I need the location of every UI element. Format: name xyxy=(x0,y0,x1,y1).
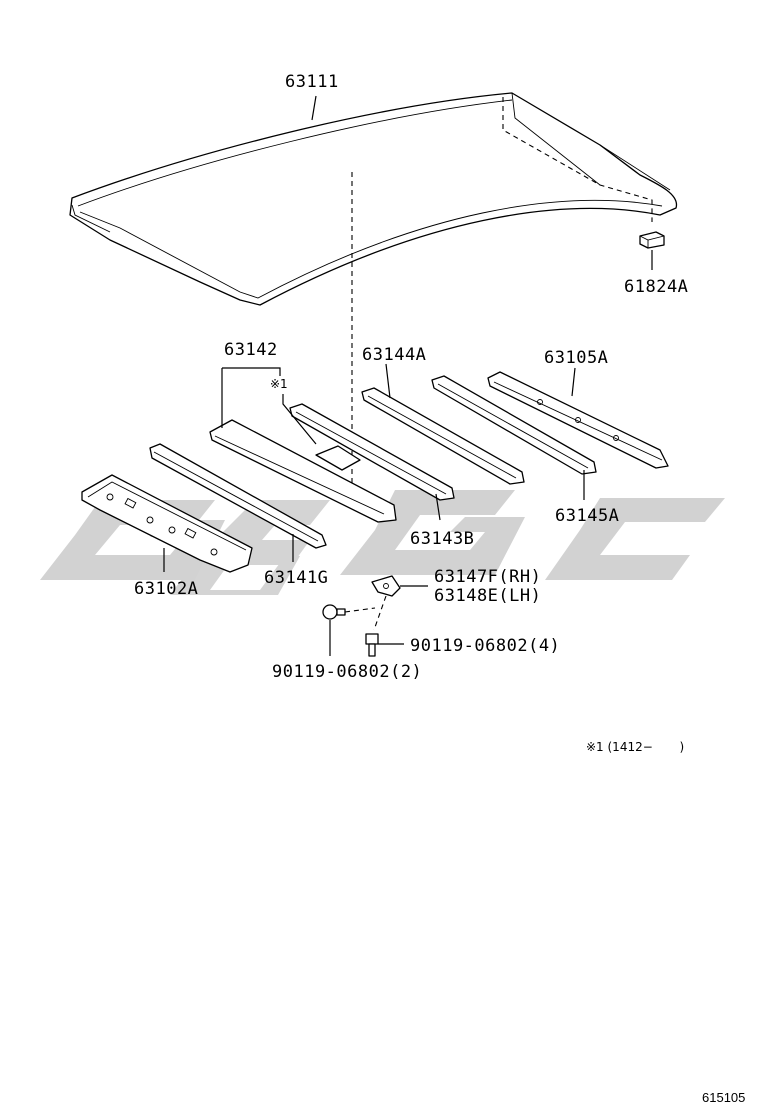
label-63145a: 63145A xyxy=(555,506,619,526)
roof-reinforcement-63143b[interactable] xyxy=(289,403,455,501)
roof-reinforcement-63144a[interactable] xyxy=(361,387,525,485)
alignment-line-right xyxy=(502,97,653,222)
footnote: ※1 (1412− ) xyxy=(586,740,684,754)
label-bolt-2: 90119-06802(2) xyxy=(272,662,422,682)
label-63142: 63142 xyxy=(224,340,278,360)
leader-63111 xyxy=(311,95,317,121)
leader-63142 xyxy=(221,367,281,428)
roof-panel[interactable] xyxy=(69,92,678,306)
label-note-marker: ※1 xyxy=(270,377,288,391)
bolt-dash-line xyxy=(344,607,376,613)
roof-bracket[interactable] xyxy=(371,575,401,597)
label-61824a: 61824A xyxy=(624,277,688,297)
label-63143b: 63143B xyxy=(410,529,474,549)
roof-reinforcement-63145a[interactable] xyxy=(431,375,597,475)
label-63147f: 63147F(RH) xyxy=(434,567,541,587)
front-header-panel[interactable] xyxy=(81,474,253,573)
label-63141g: 63141G xyxy=(264,568,328,588)
roof-reinforcement-assy-63142[interactable] xyxy=(209,419,397,523)
diagram-id: 615105 xyxy=(702,1090,745,1105)
label-63144a: 63144A xyxy=(362,345,426,365)
label-63102a: 63102A xyxy=(134,579,198,599)
bolt-4[interactable] xyxy=(365,633,379,657)
label-63105a: 63105A xyxy=(544,348,608,368)
label-63111: 63111 xyxy=(285,72,339,92)
leader-63143b xyxy=(435,493,441,521)
roof-reinforcement-63141g[interactable] xyxy=(149,443,327,549)
rear-header-panel[interactable] xyxy=(487,371,669,469)
leader-63105a xyxy=(571,367,576,397)
label-63148e: 63148E(LH) xyxy=(434,586,541,606)
bolt-2[interactable] xyxy=(322,604,346,620)
bracket-dash-line xyxy=(373,595,387,631)
label-bolt-4: 90119-06802(4) xyxy=(410,636,560,656)
leader-63144a xyxy=(385,363,391,399)
roof-drip-pad[interactable] xyxy=(639,231,665,249)
leader-note xyxy=(282,394,317,445)
watermark-logo xyxy=(40,490,725,595)
